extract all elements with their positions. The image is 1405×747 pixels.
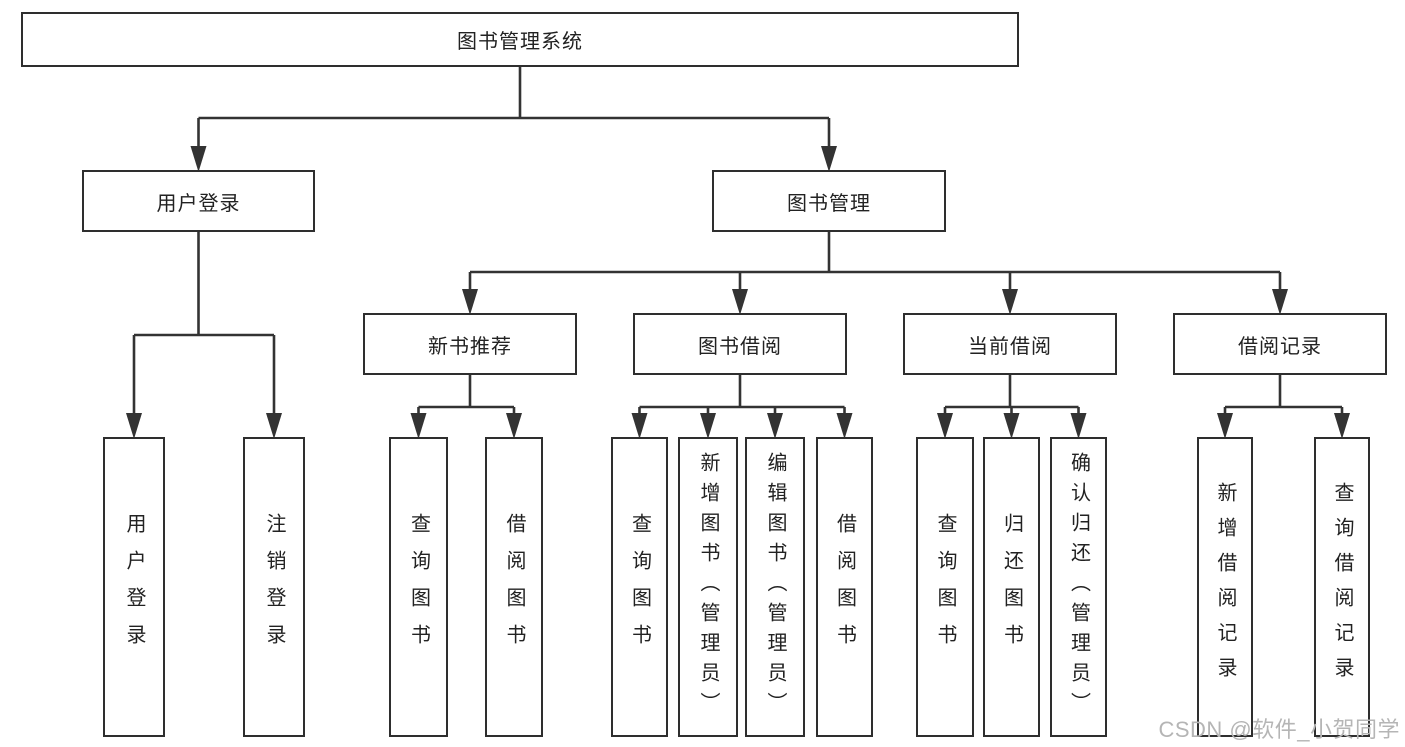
node-label: 新增图书（管理员） bbox=[697, 452, 719, 722]
diagram-node-book-borrow: 图书借阅 bbox=[633, 313, 847, 375]
node-label: 借阅图书 bbox=[833, 513, 856, 661]
arrowhead bbox=[836, 413, 853, 439]
diagram-node-leaf-borrow-book-2: 借阅图书 bbox=[816, 437, 873, 737]
arrowhead bbox=[1334, 413, 1350, 439]
arrowhead bbox=[631, 413, 648, 439]
node-label: 确认归还（管理员） bbox=[1067, 452, 1090, 722]
diagram-node-leaf-logout: 注销登录 bbox=[243, 437, 305, 737]
node-label: 查询借阅记录 bbox=[1331, 482, 1353, 692]
node-label: 用户登录 bbox=[156, 192, 241, 215]
diagram-node-leaf-query-book-2: 查询图书 bbox=[611, 437, 668, 737]
arrowhead bbox=[506, 413, 522, 439]
node-label: 归还图书 bbox=[1000, 513, 1023, 661]
diagram-node-current-borrow: 当前借阅 bbox=[903, 313, 1117, 375]
node-label: 新书推荐 bbox=[428, 335, 512, 358]
arrowhead bbox=[126, 413, 142, 439]
node-label: 注销登录 bbox=[263, 513, 285, 661]
arrowhead bbox=[1070, 413, 1087, 439]
diagram-node-book-mgmt: 图书管理 bbox=[712, 170, 946, 232]
diagram-node-leaf-confirm-return: 确认归还（管理员） bbox=[1050, 437, 1107, 737]
arrowhead bbox=[266, 413, 282, 439]
node-label: 借阅记录 bbox=[1238, 335, 1322, 358]
arrowhead bbox=[190, 146, 207, 172]
node-label: 查询图书 bbox=[628, 513, 651, 661]
arrowhead bbox=[1272, 289, 1288, 315]
diagram-node-leaf-edit-book: 编辑图书（管理员） bbox=[745, 437, 805, 737]
arrowhead bbox=[1217, 413, 1233, 439]
diagram-node-new-book-rec: 新书推荐 bbox=[363, 313, 577, 375]
diagram-node-leaf-query-record: 查询借阅记录 bbox=[1314, 437, 1370, 737]
node-label: 编辑图书（管理员） bbox=[764, 452, 786, 722]
arrowhead bbox=[732, 289, 748, 315]
diagram-node-leaf-add-record: 新增借阅记录 bbox=[1197, 437, 1253, 737]
diagram-node-leaf-query-book-3: 查询图书 bbox=[916, 437, 974, 737]
watermark: CSDN @软件_小贺同学 bbox=[1158, 717, 1400, 742]
node-label: 当前借阅 bbox=[968, 335, 1052, 358]
diagram-node-leaf-query-book-1: 查询图书 bbox=[389, 437, 448, 737]
diagram-node-leaf-add-book: 新增图书（管理员） bbox=[678, 437, 738, 737]
arrowhead bbox=[1003, 413, 1020, 439]
arrowhead bbox=[700, 413, 716, 439]
arrowhead bbox=[821, 146, 837, 172]
diagram-node-borrow-record: 借阅记录 bbox=[1173, 313, 1387, 375]
arrowhead bbox=[937, 413, 953, 439]
arrowhead bbox=[462, 289, 478, 315]
node-label: 查询图书 bbox=[934, 513, 956, 661]
diagram-node-user-login: 用户登录 bbox=[82, 170, 315, 232]
diagram-node-leaf-borrow-book-1: 借阅图书 bbox=[485, 437, 543, 737]
node-label: 图书管理 bbox=[787, 192, 871, 215]
arrowhead bbox=[1002, 289, 1018, 315]
arrowhead bbox=[410, 413, 427, 439]
node-label: 用户登录 bbox=[123, 513, 145, 661]
diagram-node-leaf-user-login: 用户登录 bbox=[103, 437, 165, 737]
node-label: 图书管理系统 bbox=[457, 31, 583, 53]
diagram-node-root: 图书管理系统 bbox=[21, 12, 1019, 67]
node-label: 查询图书 bbox=[407, 513, 430, 661]
node-label: 借阅图书 bbox=[503, 513, 525, 661]
node-label: 图书借阅 bbox=[698, 335, 782, 358]
arrowhead bbox=[767, 413, 783, 439]
diagram-node-leaf-return-book: 归还图书 bbox=[983, 437, 1040, 737]
node-label: 新增借阅记录 bbox=[1214, 482, 1236, 692]
